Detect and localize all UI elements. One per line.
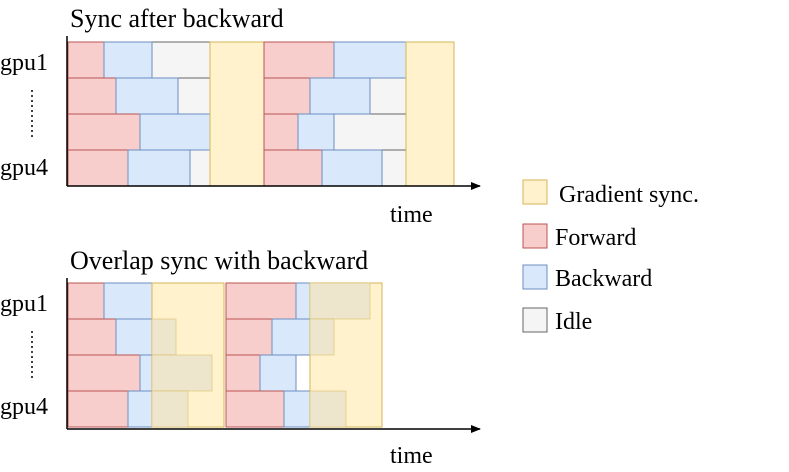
forward-block (263, 41, 335, 79)
forward-block (225, 390, 285, 428)
backward-block (309, 77, 371, 115)
backward-block (321, 149, 383, 187)
backward-block (271, 318, 311, 356)
forward-block (67, 354, 141, 392)
legend-label-backward: Backward (555, 266, 652, 292)
idle-block (333, 113, 407, 151)
panel-title: Overlap sync with backward (70, 246, 368, 275)
overlap-sync-chunk (309, 390, 347, 428)
backward-block (115, 77, 179, 115)
legend-label-gradient-sync: Gradient sync. (559, 182, 699, 208)
forward-block (225, 282, 297, 320)
forward-block (67, 149, 129, 187)
forward-block (67, 282, 105, 320)
panel-overlap-sync: Overlap sync with backward gpu (0, 246, 481, 469)
legend-label-forward: Forward (555, 225, 636, 251)
backward-block (333, 41, 407, 79)
legend: Gradient sync. Forward Backward Idle (522, 179, 699, 335)
gpu-label-bottom: gpu4 (0, 394, 48, 420)
overlap-sync-chunk (309, 318, 335, 356)
backward-block (259, 354, 297, 392)
backward-block (103, 282, 153, 320)
backward-block (295, 282, 311, 320)
panel-sync-after-backward: Sync after backward gpu1 gpu4 (0, 4, 481, 228)
forward-block (263, 113, 299, 151)
backward-block (115, 318, 153, 356)
panel-title: Sync after backward (70, 4, 284, 33)
backward-block (139, 354, 153, 392)
legend-swatch-gradient-sync (522, 179, 548, 205)
forward-block (263, 149, 323, 187)
idle-block (381, 149, 407, 187)
overlap-sync-chunk (151, 318, 177, 356)
idle-block (369, 77, 407, 115)
forward-block (67, 390, 129, 428)
forward-block (225, 318, 273, 356)
legend-swatch-forward (522, 223, 548, 249)
forward-block (67, 318, 117, 356)
gpu-label-top: gpu1 (0, 291, 48, 317)
forward-block (225, 354, 261, 392)
forward-block (67, 41, 105, 79)
legend-swatch-idle (522, 307, 548, 333)
backward-block (283, 390, 311, 428)
backward-block (127, 390, 153, 428)
idle-block (151, 41, 211, 79)
legend-swatch-backward (522, 264, 548, 290)
idle-block (189, 149, 211, 187)
forward-block (67, 77, 117, 115)
overlap-sync-chunk (151, 354, 213, 392)
backward-block (127, 149, 191, 187)
forward-block (67, 113, 141, 151)
gradient-sync-block (405, 41, 455, 187)
forward-block (263, 77, 311, 115)
backward-block (103, 41, 153, 79)
gradient-sync-block (209, 41, 265, 187)
time-axis-label: time (390, 443, 433, 469)
time-axis-label: time (390, 202, 433, 228)
overlap-sync-chunk (309, 282, 371, 320)
gpu-label-bottom: gpu4 (0, 155, 48, 181)
backward-block (297, 113, 335, 151)
legend-label-idle: Idle (555, 309, 592, 335)
overlap-sync-chunk (151, 390, 189, 428)
gpu-label-top: gpu1 (0, 50, 48, 76)
backward-block (139, 113, 211, 151)
idle-block (177, 77, 211, 115)
